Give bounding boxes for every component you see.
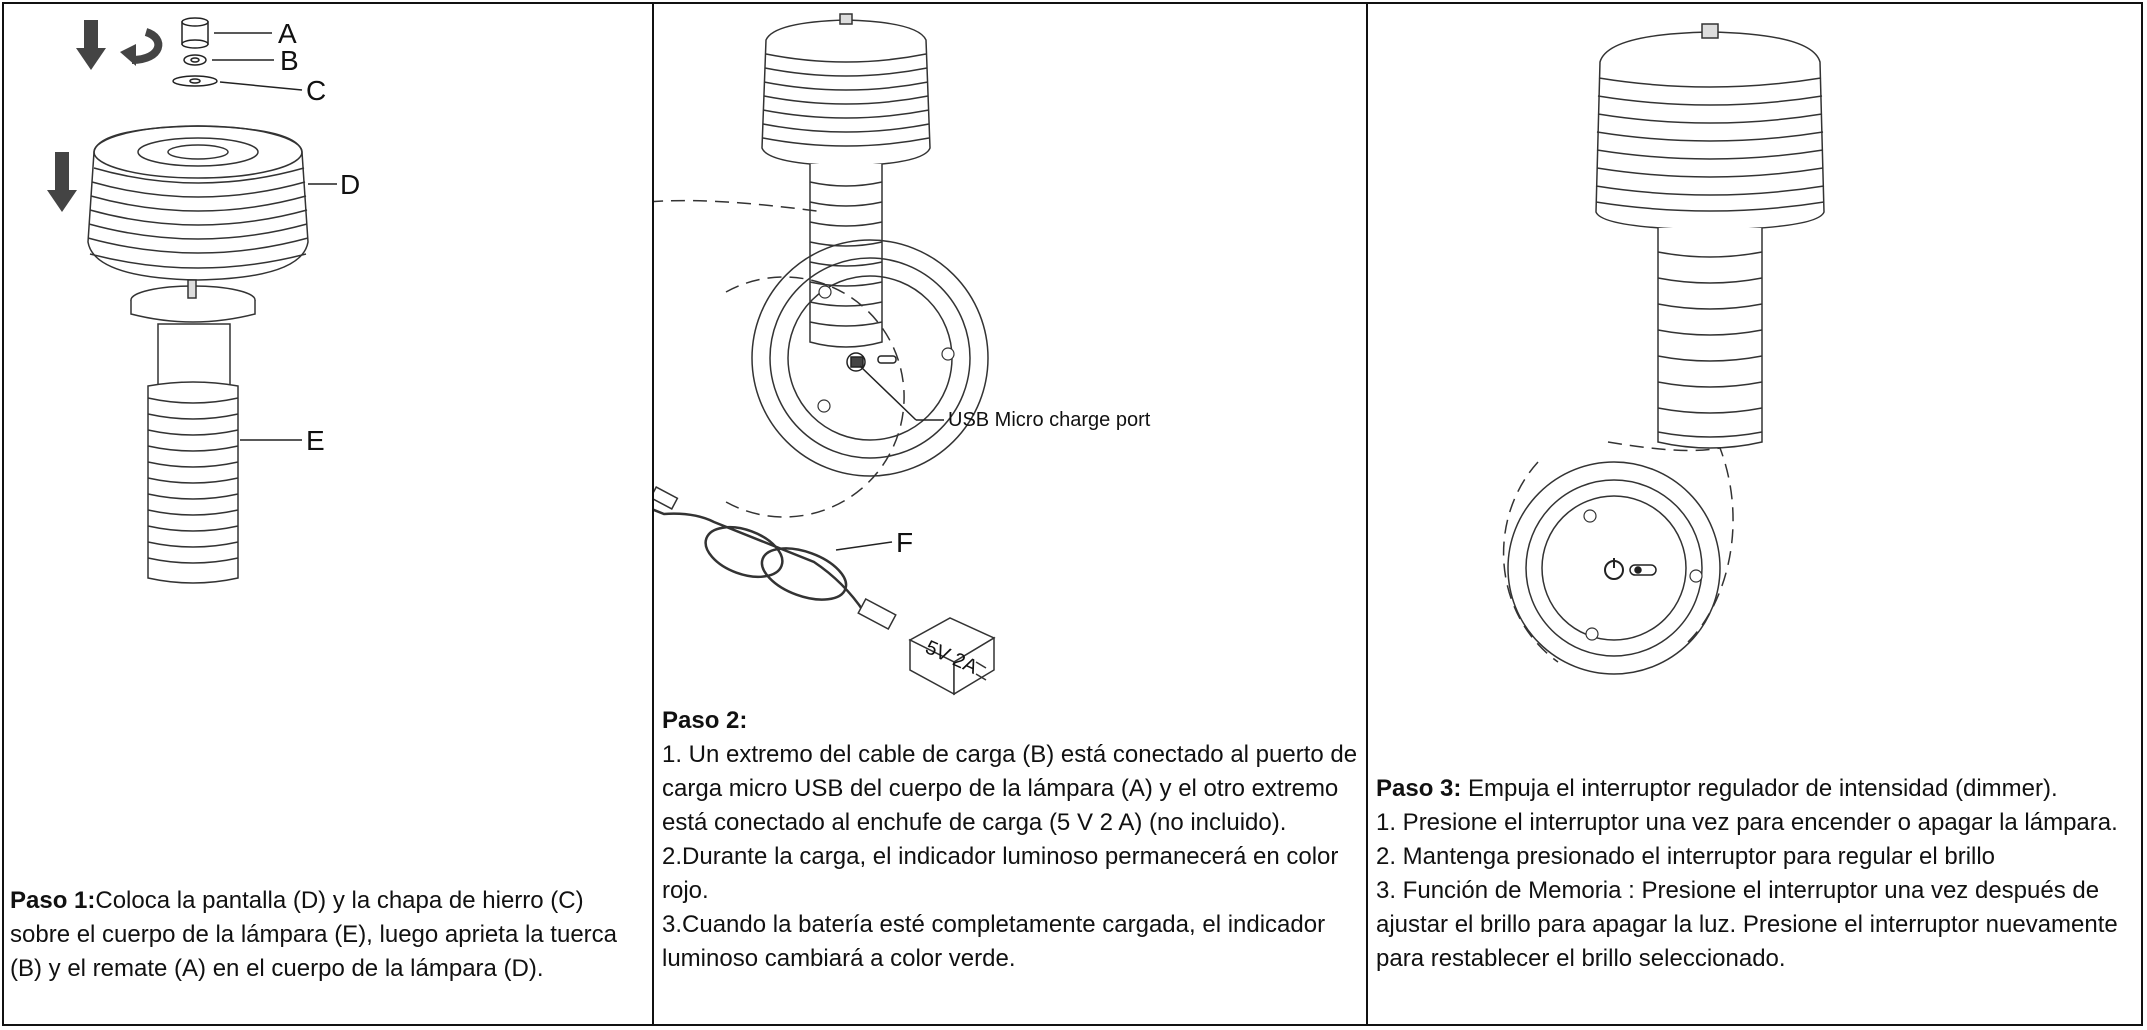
label-a: A [278, 18, 297, 49]
label-e: E [306, 425, 325, 456]
power-switch-icon [1604, 558, 1624, 580]
panel-step-1: A B C [2, 2, 654, 1026]
panel-step-2: USB Micro charge port F 5V 2A Paso 2: 1.… [654, 2, 1368, 1026]
label-b: B [280, 45, 299, 76]
panel-step-3: Paso 3: Empuja el interruptor regulador … [1368, 2, 2145, 1026]
step-3-line-3: 3. Función de Memoria : Presione el inte… [1376, 877, 2118, 972]
step-1-instructions: Paso 1:Coloca la pantalla (D) y la chapa… [10, 884, 644, 986]
step-3-title: Paso 3: [1376, 775, 1462, 802]
step-1-illustration: A B C [47, 17, 360, 584]
step-2-instructions: Paso 2: 1. Un extremo del cable de carga… [662, 704, 1358, 976]
label-d: D [340, 169, 360, 200]
usb-port-label: USB Micro charge port [948, 409, 1151, 431]
base-detail-callout [654, 199, 989, 518]
down-arrow-icon [76, 20, 106, 70]
charging-cable [654, 508, 866, 613]
step-3-intro: Empuja el interruptor regulador de inten… [1461, 775, 2058, 802]
cable-label-f: F [896, 527, 913, 558]
step-3-line-1: 1. Presione el interruptor una vez para … [1376, 809, 2118, 836]
base-detail-callout [1502, 441, 1734, 675]
lamp-assembled [761, 13, 931, 348]
step-1-text: Coloca la pantalla (D) y la chapa de hie… [10, 887, 618, 982]
step-1-title: Paso 1: [10, 887, 96, 914]
rotate-arrow-icon [120, 28, 163, 66]
part-e-lamp-body [130, 279, 256, 584]
label-c: C [306, 75, 326, 106]
step-2-line-3: 3.Cuando la batería esté completamente c… [662, 911, 1326, 972]
screw-icon [1583, 509, 1703, 641]
lamp-assembled [1595, 23, 1825, 449]
charger-adapter: 5V 2A [908, 617, 996, 696]
step-3-instructions: Paso 3: Empuja el interruptor regulador … [1376, 772, 2137, 976]
step-3-line-2: 2. Mantenga presionado el interruptor pa… [1376, 843, 1996, 870]
part-c-washer [172, 75, 218, 87]
part-a-cap [181, 17, 209, 49]
part-b-nut [183, 54, 207, 66]
step-2-line-1: 1. Un extremo del cable de carga (B) est… [662, 741, 1358, 836]
step-2-line-2: 2.Durante la carga, el indicador luminos… [662, 843, 1339, 904]
part-d-shade [87, 125, 309, 281]
screw-icon [817, 285, 955, 413]
usb-plug [654, 486, 897, 631]
dimmer-slider-icon [1629, 564, 1657, 576]
step-2-title: Paso 2: [662, 707, 748, 734]
down-arrow-icon [47, 152, 77, 212]
step-3-illustration [1502, 23, 1825, 675]
step-2-illustration: USB Micro charge port F 5V 2A [654, 13, 1151, 696]
micro-usb-port [846, 352, 897, 372]
